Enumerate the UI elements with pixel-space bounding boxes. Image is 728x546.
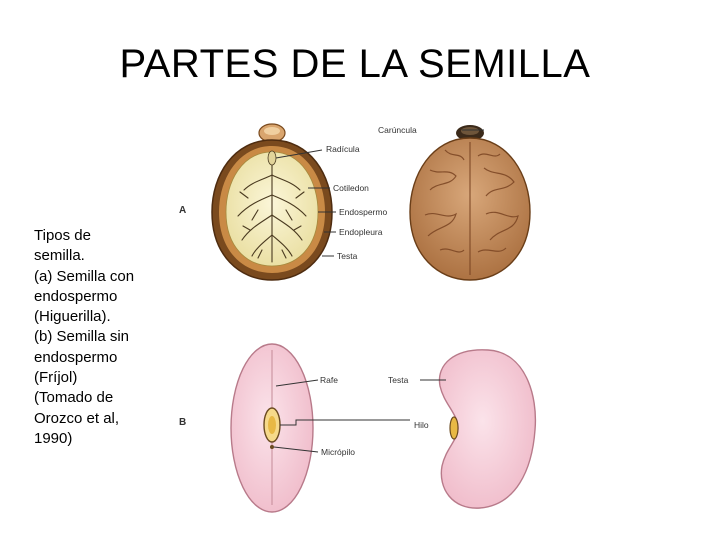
hilum-side — [449, 416, 459, 440]
bean-front — [230, 343, 314, 513]
mottle-pattern — [424, 142, 519, 275]
label-testa-b: Testa — [388, 375, 409, 385]
label-endospermo: Endospermo — [339, 207, 387, 217]
caption-line: endospermo — [34, 287, 118, 305]
bean-side — [438, 349, 537, 509]
caption-line: (Higuerilla). — [34, 308, 111, 326]
caption-line: endospermo — [34, 348, 118, 366]
caption-line: (a) Semilla con — [34, 267, 135, 285]
figure-caption: Tipos de semilla. (a) Semilla con endosp… — [34, 226, 164, 449]
label-radicula: Radícula — [326, 144, 360, 154]
page-title: PARTES DE LA SEMILLA — [119, 42, 591, 86]
label-micropilo: Micrópilo — [321, 447, 355, 457]
castor-seed-section — [211, 123, 333, 281]
caption-line: Tipos de — [34, 227, 91, 244]
bean-side-coat — [438, 349, 537, 509]
caption-line: semilla. — [34, 247, 85, 265]
label-caruncula: Carúncula — [378, 125, 417, 135]
panel-a-leaders — [275, 129, 484, 257]
caption-line: (b) Semilla sin — [34, 328, 130, 346]
label-endopleura: Endopleura — [339, 227, 383, 237]
caruncle-highlight — [264, 127, 280, 135]
label-testa-a: Testa — [337, 251, 358, 261]
caption-line: (Tomado de — [34, 389, 114, 407]
label-rafe: Rafe — [320, 375, 338, 385]
label-cotiledon: Cotiledon — [333, 183, 369, 193]
panel-b-letter: B — [179, 417, 186, 428]
caption-line: (Fríjol) — [34, 369, 78, 387]
radicle-shape — [267, 150, 277, 166]
label-hilo: Hilo — [414, 420, 429, 430]
panel-a-letter: A — [179, 205, 186, 216]
cotyledon-veins — [237, 151, 307, 263]
castor-seed-whole — [409, 125, 531, 281]
caption-line: Orozco et al, — [34, 409, 120, 427]
caption-line: 1990) — [34, 429, 73, 447]
micropyle-dot — [270, 445, 274, 449]
panel-b-leaders — [273, 379, 446, 453]
